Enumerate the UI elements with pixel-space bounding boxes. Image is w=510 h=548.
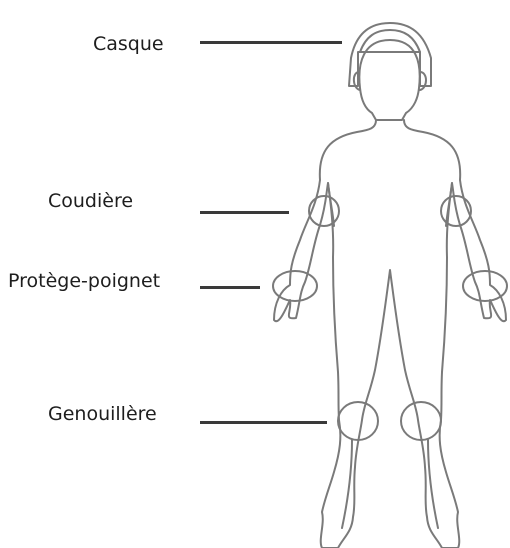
right-lower-leg-line bbox=[428, 440, 438, 528]
right-wrist-guard bbox=[463, 271, 507, 301]
body-outline bbox=[274, 120, 506, 548]
helmet-band bbox=[349, 23, 431, 86]
left-lower-leg-line bbox=[342, 440, 352, 528]
left-wrist-guard bbox=[273, 271, 317, 301]
left-knee-pad bbox=[338, 402, 378, 440]
